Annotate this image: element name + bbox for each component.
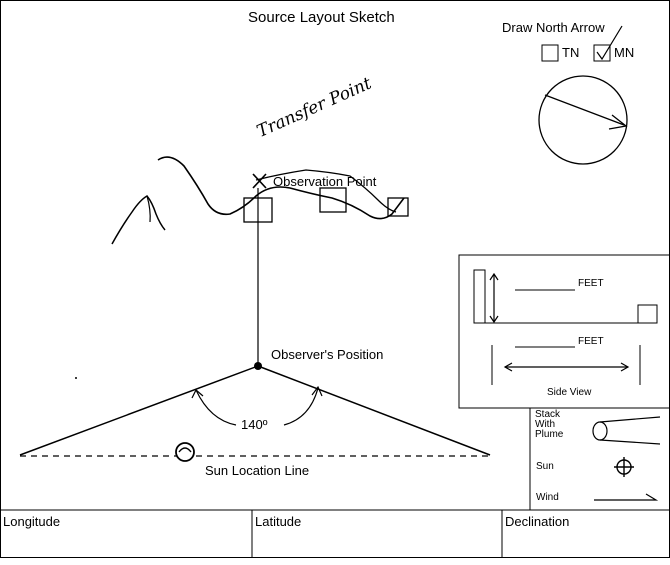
angle-arc-left (195, 389, 237, 426)
north-circle[interactable] (538, 75, 628, 165)
sun-symbol-inner (178, 447, 192, 453)
wind-arrow-icon (594, 493, 659, 501)
legend-box (529, 407, 670, 511)
observation-point-label: Observation Point (273, 174, 377, 189)
tn-label: TN (562, 45, 580, 60)
side-view-height-arrowheads (489, 272, 499, 324)
left-mountain-ridge (146, 195, 151, 223)
mn-checkbox[interactable] (593, 44, 611, 62)
sketch-title: Source Layout Sketch (248, 9, 395, 26)
legend-sun-label: Sun (536, 461, 554, 472)
observer-position-label: Observer's Position (271, 347, 384, 362)
side-view-distance-arrowheads (503, 362, 630, 372)
angle-arrow-left (191, 389, 204, 399)
ridge-box-right (387, 197, 409, 217)
longitude-field-label: Longitude (3, 514, 61, 529)
legend-stack-label: Stack With Plume (535, 409, 564, 440)
ridge-line (157, 156, 405, 220)
side-view-feet-label-1: FEET (578, 278, 604, 289)
latitude-field-label: Latitude (255, 514, 302, 529)
side-view-feet-label-2: FEET (578, 336, 604, 347)
legend-wind-label: Wind (536, 492, 559, 503)
sun-angle-line-left (19, 365, 259, 456)
sun-symbol (175, 442, 195, 462)
mn-check-mark (596, 25, 623, 61)
north-arrow-title: Draw North Arrow (502, 20, 605, 35)
ridge-line-upper (255, 169, 397, 213)
left-mountain (111, 195, 166, 245)
ridge-box-mid (319, 187, 347, 213)
sun-location-label: Sun Location Line (205, 463, 310, 478)
north-arrow-shaft (544, 94, 625, 126)
sun-crosshair-lines (614, 457, 634, 477)
angle-arc-right (283, 387, 319, 426)
north-arrow-head (608, 114, 628, 130)
mn-label: MN (614, 45, 635, 60)
side-view-caption: Side View (547, 387, 592, 398)
stack-plume-icon (592, 421, 608, 441)
observation-point-marker (252, 173, 267, 189)
declination-field-label: Declination (505, 514, 570, 529)
side-view-stack (473, 269, 486, 324)
sun-angle-label: 140º (240, 417, 269, 432)
stray-mark (75, 377, 77, 379)
stack-plume-lines (599, 416, 661, 445)
angle-arrow-right (311, 385, 323, 397)
sun-angle-line-right (257, 365, 491, 456)
tn-checkbox[interactable] (541, 44, 559, 62)
side-view-observer (637, 304, 658, 324)
